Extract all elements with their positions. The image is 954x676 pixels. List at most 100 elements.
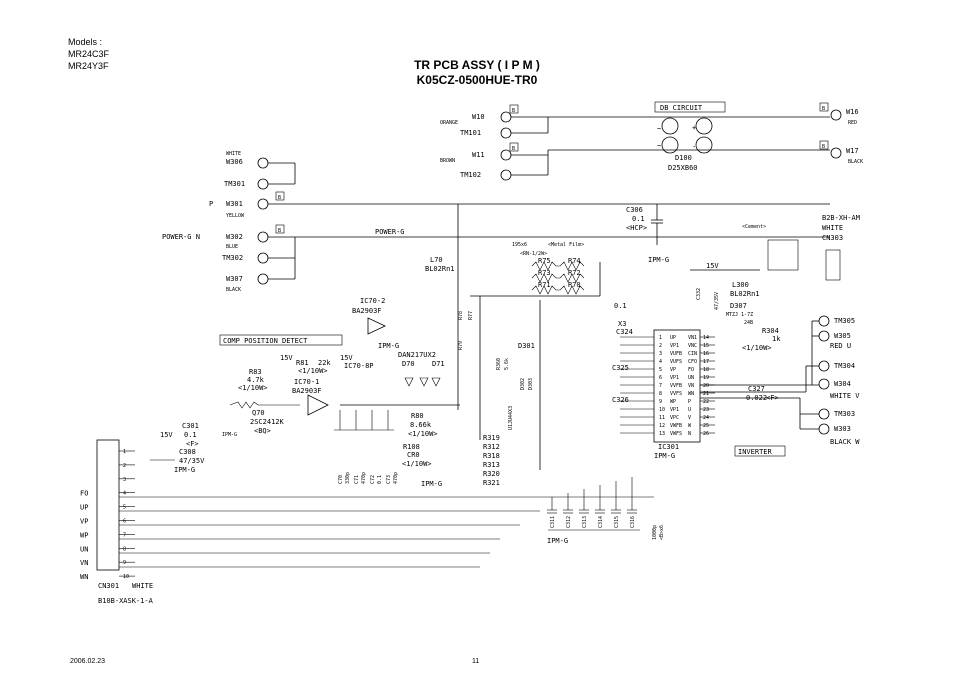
r360-ref: R360 — [496, 358, 502, 370]
motor-output-terminals: TM305 W305 RED U TM304 W304 WHITE V TM30… — [700, 315, 860, 446]
w307-label: W307 — [226, 275, 243, 283]
r304-ref: R304 — [762, 327, 779, 335]
ipm-pin-name: VN — [688, 383, 694, 389]
ic70-2-part: BA2903F — [352, 307, 382, 315]
power-input-terminals: WHITE W306 TM301 P W301 B YELLOW POWER-G… — [162, 151, 830, 293]
terminal-icon — [818, 423, 830, 435]
terminal-icon — [818, 315, 830, 327]
cpd-gnd: IPM-G — [421, 480, 442, 488]
ipm-pin-number: 17 — [703, 359, 709, 365]
ipm-pin-name: VP — [670, 367, 676, 373]
r321-label: R321 — [483, 479, 500, 487]
c306-value: 0.1 — [632, 215, 645, 223]
resnet-note: <Metal Film> — [548, 242, 584, 248]
ipm-pin-name: CFO — [688, 359, 697, 365]
terminal-icon — [257, 178, 269, 190]
ipm-pin-number: 6 — [659, 375, 662, 381]
ic70-2-ref: IC70-2 — [360, 297, 385, 305]
c301-value: 0.1 — [184, 431, 197, 439]
cn301-pin-number: 10 — [123, 574, 129, 580]
w305-wire: RED U — [830, 342, 851, 350]
r318-label: R318 — [483, 452, 500, 460]
ipm-pin-name: P — [688, 399, 691, 405]
model-2: MR24Y3F — [68, 61, 109, 71]
resnet-ref: 195x6 — [512, 242, 527, 248]
ipm-pin-name: VN1 — [688, 335, 697, 341]
ipm-pin-name: VUFS — [670, 359, 682, 365]
cn301-connector: CN301 WHITE B10B-XASK-1-A 1234FO5UP6VP7W… — [80, 439, 154, 605]
ic70-2-gnd: IPM-G — [378, 342, 399, 350]
db-circuit-label: DB CIRCUIT — [660, 104, 703, 112]
v15-label: 15V — [340, 354, 353, 362]
ipm-gnd: IPM-G — [654, 452, 675, 460]
cn301-pin-label: VP — [80, 518, 88, 526]
ipm-pin-number: 22 — [703, 399, 709, 405]
terminal-icon — [257, 231, 269, 243]
ipm-pin-number: 21 — [703, 391, 709, 397]
x3-ref: X3 — [618, 320, 626, 328]
page-subtitle: K05CZ-0500HUE-TR0 — [416, 73, 538, 87]
cn303-note: <Cement> — [742, 224, 766, 230]
cn301-pin-label: FO — [80, 490, 88, 498]
r73-label: R73 — [538, 269, 551, 277]
c325-ref: C325 — [612, 364, 629, 372]
model-1: MR24C3F — [68, 49, 110, 59]
cap-bank-ref: C316 — [630, 516, 636, 528]
d100-ref: D100 — [675, 154, 692, 162]
ipm-pin-number: 20 — [703, 383, 709, 389]
tm301-label: TM301 — [224, 180, 245, 188]
ipm-pin-number: 18 — [703, 367, 709, 373]
cap-bank-ref: C312 — [566, 516, 572, 528]
ipm-pin-name: V — [688, 415, 691, 421]
d100-part: D25XB60 — [668, 164, 698, 172]
cn301-pin-label: UP — [80, 504, 88, 512]
c73-value: 470p — [393, 472, 399, 484]
cn301-pin-label: UN — [80, 545, 88, 553]
w303-wire: BLACK W — [830, 438, 860, 446]
c326-ref: C326 — [612, 396, 629, 404]
c301-ref: C301 — [182, 422, 199, 430]
r108-value: CR0 — [407, 451, 420, 459]
tm102-label: TM102 — [460, 171, 481, 179]
tm303-label: TM303 — [834, 410, 855, 418]
ipm-pin-name: VPC — [670, 415, 679, 421]
d307-part: MTZJ 1-7Z — [726, 312, 753, 318]
models-header: Models : MR24C3F MR24Y3F — [68, 36, 109, 72]
q70-part: 2SC2412K — [250, 418, 285, 426]
tm304-label: TM304 — [834, 362, 855, 370]
r312-label: R312 — [483, 443, 500, 451]
terminal-icon — [830, 109, 842, 121]
w301-net: P — [209, 200, 213, 208]
q70-ipm-g: IPM-G — [222, 432, 237, 438]
ipm-pin-number: 11 — [659, 415, 665, 421]
cn301-pin-number: 1 — [123, 449, 126, 455]
q70-gnd: <BQ> — [254, 427, 271, 435]
cn301-pin-number: 2 — [123, 463, 126, 469]
svg-text:~: ~ — [657, 125, 661, 133]
ipm-pin-name: FO — [688, 367, 694, 373]
c71-value: 470p — [361, 472, 367, 484]
ipm-pin-number: 12 — [659, 423, 665, 429]
cn303-color: WHITE — [822, 224, 843, 232]
ipm-pin-number: 9 — [659, 399, 662, 405]
r77-label: R77 — [468, 311, 474, 320]
c70-value: 330p — [345, 472, 351, 484]
ipm-pin-number: 2 — [659, 343, 662, 349]
c324-ref: C324 — [616, 328, 633, 336]
inverter-label: INVERTER — [738, 448, 773, 456]
c306-capacitor: C306 0.1 <HCP> IPM-G — [626, 204, 669, 264]
models-label: Models : — [68, 37, 103, 47]
d71-label: D71 — [432, 360, 445, 368]
r72-label: R72 — [568, 269, 581, 277]
c71-label: C71 — [354, 475, 360, 484]
terminal-icon — [500, 169, 512, 181]
ipm-pin-number: 4 — [659, 359, 662, 365]
dan217-label: DAN217UX2 — [398, 351, 436, 359]
w17-label: W17 — [846, 147, 859, 155]
tm101-label: TM101 — [460, 129, 481, 137]
terminal-icon — [818, 378, 830, 390]
l70-ref: L70 — [430, 256, 443, 264]
cn301-pin-number: 8 — [123, 546, 126, 552]
w302-label: W302 — [226, 233, 243, 241]
ipm-pin-name: VVFB — [670, 383, 682, 389]
